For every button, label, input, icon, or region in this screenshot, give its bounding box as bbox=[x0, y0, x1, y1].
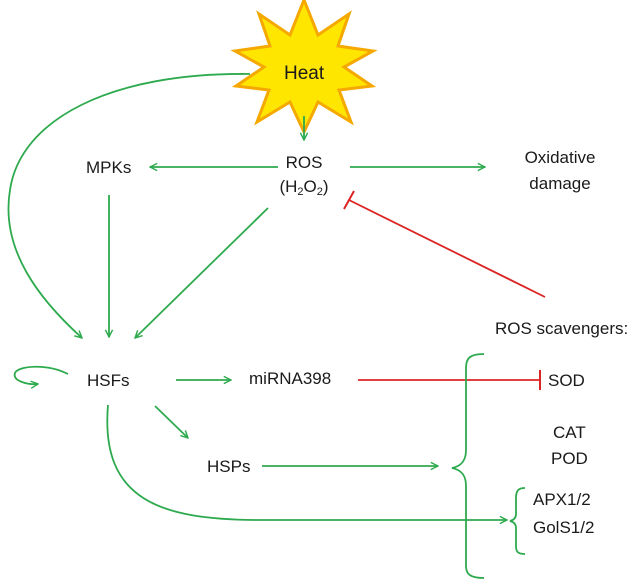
ros-scavengers-label: ROS scavengers: bbox=[495, 319, 629, 338]
apx-gols-brace bbox=[509, 487, 526, 555]
gols-label: GolS1/2 bbox=[533, 518, 595, 537]
scavengers-brace bbox=[451, 353, 485, 579]
hsps-label: HSPs bbox=[207, 457, 251, 476]
sod-label: SOD bbox=[548, 371, 585, 390]
oxidative-label: Oxidative bbox=[524, 148, 596, 167]
heat-label: Heat bbox=[284, 63, 325, 84]
hsfs-label: HSFs bbox=[87, 371, 130, 390]
mpks-label: MPKs bbox=[86, 158, 132, 177]
oxidative-damage-node: Oxidative damage bbox=[510, 148, 610, 194]
arrow-hsfs-to-hsps bbox=[154, 405, 188, 438]
arrow-heat-to-hsfs bbox=[7, 73, 251, 338]
arrow-ros-to-hsfs bbox=[135, 207, 269, 338]
damage-label: damage bbox=[529, 174, 591, 193]
ros-formula: (H2O2) bbox=[279, 177, 329, 198]
inhibition-scavengers-to-ros bbox=[348, 199, 546, 298]
pod-label: POD bbox=[551, 449, 588, 468]
mirna398-label: miRNA398 bbox=[249, 369, 332, 388]
arrow-hsfs-self-loop bbox=[13, 365, 69, 384]
cat-label: CAT bbox=[553, 423, 586, 442]
apx-label: APX1/2 bbox=[533, 490, 591, 509]
ros-node: ROS (H2O2) bbox=[268, 153, 340, 198]
arrow-hsfs-to-apx-gols bbox=[106, 404, 507, 520]
ros-label: ROS bbox=[285, 153, 323, 172]
inhibition-bar-ros bbox=[343, 190, 355, 210]
